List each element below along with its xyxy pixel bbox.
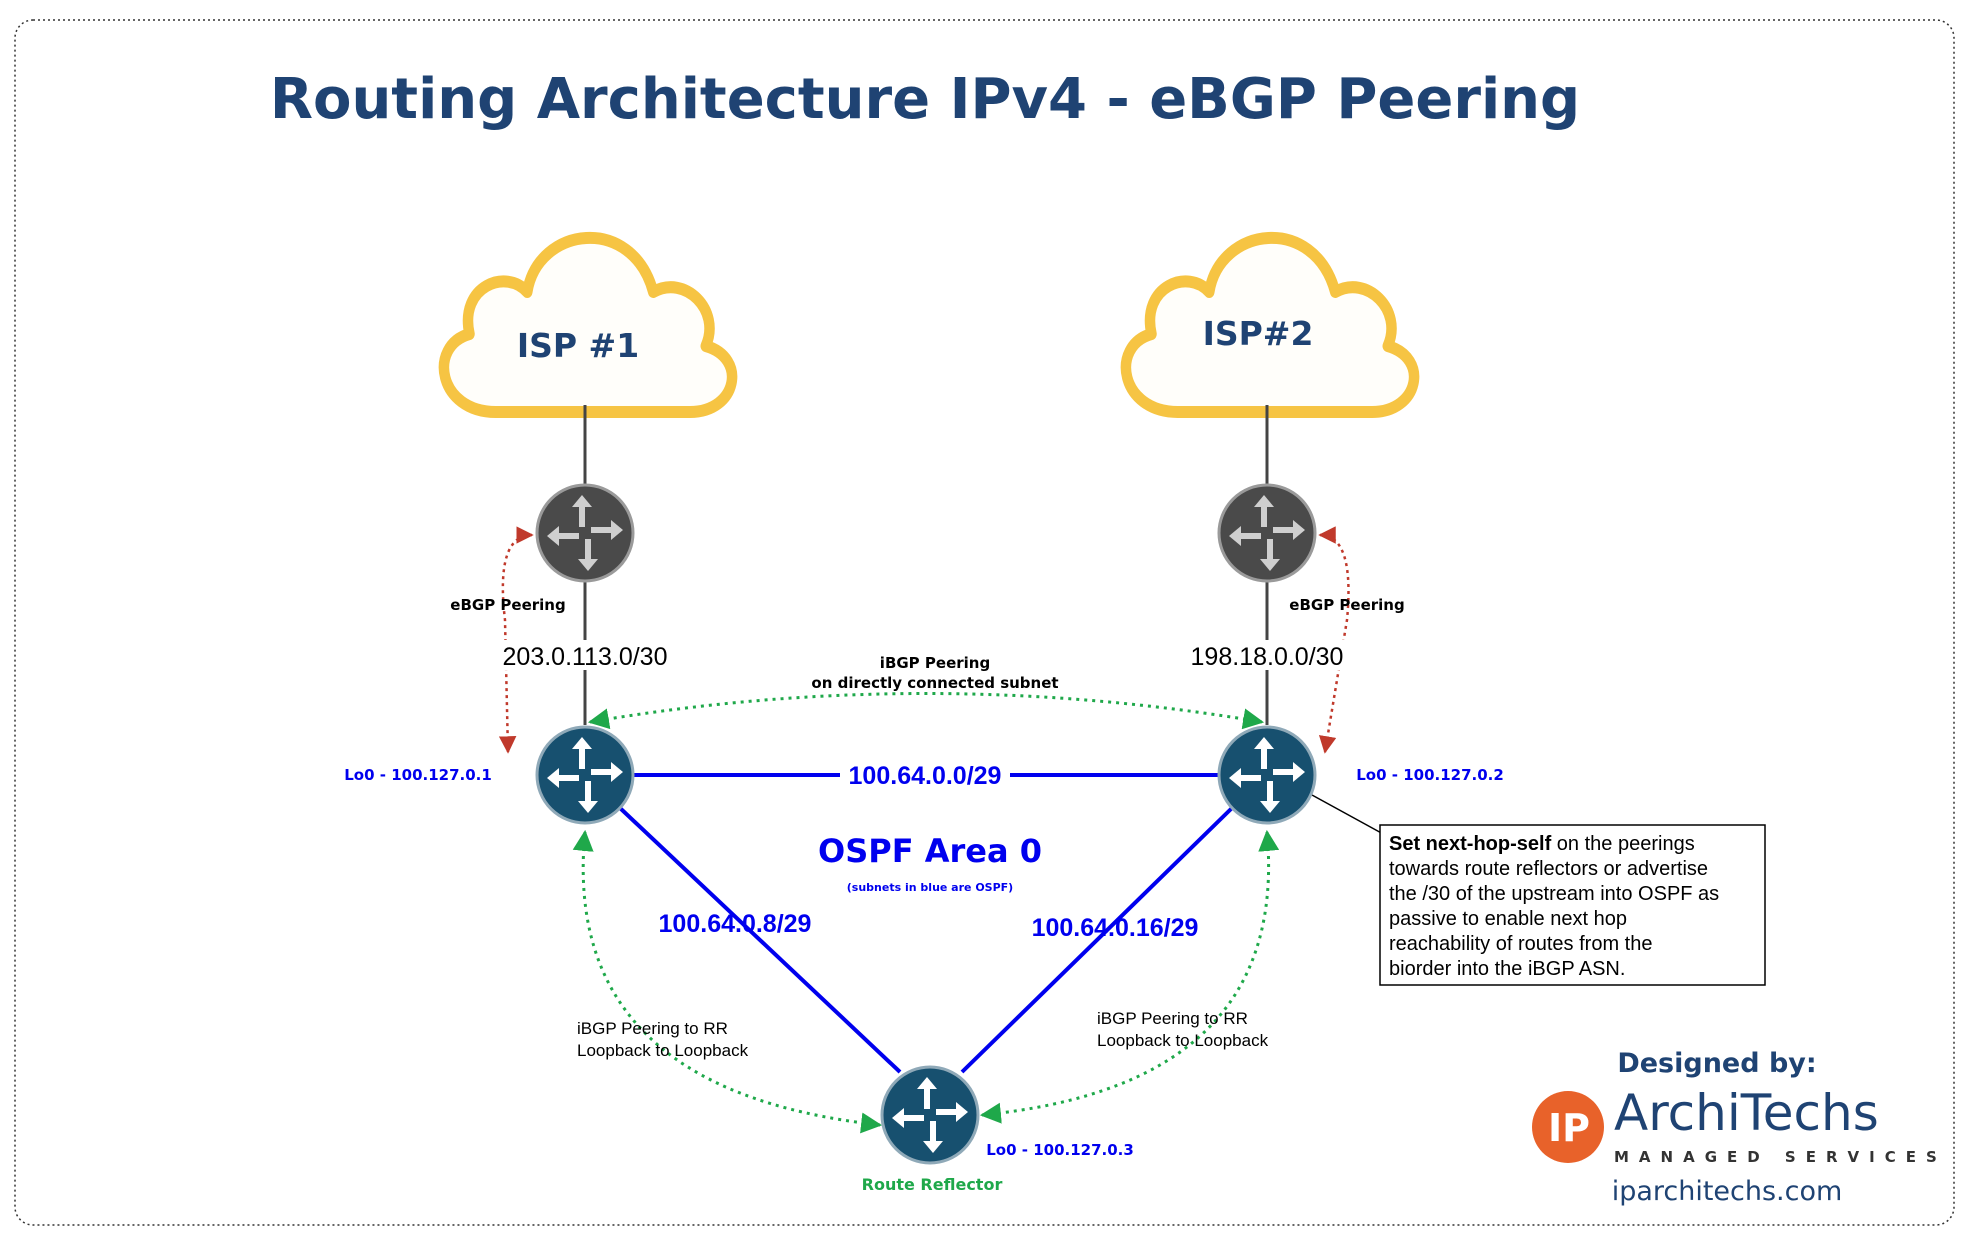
loopback-left: Lo0 - 100.127.0.1	[344, 766, 492, 784]
router-icon	[535, 483, 635, 583]
next-hop-note-box	[1379, 824, 1766, 986]
note-bold: Set next-hop-self	[1389, 833, 1552, 855]
subnet-bg-left	[500, 640, 670, 670]
ebgp-label-right: eBGP Peering	[1289, 596, 1404, 614]
ibgp-peering-top	[587, 692, 1265, 730]
upstream-subnet-isp2: 198.18.0.0/30	[1191, 643, 1344, 671]
ebgp-peering-right	[1318, 526, 1350, 754]
ibgp-rr-left	[572, 829, 883, 1134]
note-line-6: biorder into the iBGP ASN.	[1389, 958, 1625, 980]
brand-url: iparchitechs.com	[1612, 1176, 1843, 1207]
router-icon	[880, 1065, 980, 1165]
note-line-4: passive to enable next hop	[1389, 908, 1627, 930]
page-title: Routing Architecture IPv4 - eBGP Peering	[270, 67, 1580, 132]
router-icon	[1217, 483, 1317, 583]
router-icon	[1217, 725, 1317, 825]
rr-peering-left-line1: iBGP Peering to RR	[577, 1019, 728, 1038]
route-reflector-label: Route Reflector	[862, 1175, 1003, 1194]
ospf-subnet-top: 100.64.0.0/29	[849, 762, 1002, 790]
ospf-subnet-left: 100.64.0.8/29	[659, 910, 812, 938]
ebgp-peering-left	[498, 526, 534, 754]
note-leader	[1311, 794, 1386, 836]
ebgp-label-left: eBGP Peering	[450, 596, 565, 614]
page-frame	[14, 19, 1955, 1226]
rr-peering-right-line1: iBGP Peering to RR	[1097, 1009, 1248, 1028]
subnet-bg-right	[1187, 640, 1347, 670]
designed-by-label: Designed by:	[1617, 1048, 1816, 1079]
ospf-area-label: OSPF Area 0	[818, 832, 1042, 870]
cloud-icon	[444, 238, 732, 412]
isp2-label: ISP#2	[1203, 314, 1314, 353]
rr-peering-left-line2: Loopback to Loopback	[577, 1041, 749, 1060]
note-line1-rest: on the peerings	[1551, 833, 1694, 855]
ip-logo-icon	[1532, 1091, 1604, 1163]
upstream-subnet-isp1: 203.0.113.0/30	[503, 643, 668, 671]
ibgp-rr-right	[979, 829, 1280, 1124]
note-line-3: the /30 of the upstream into OSPF as	[1389, 883, 1719, 905]
router-icon	[535, 725, 635, 825]
ospf-area-sub: (subnets in blue are OSPF)	[847, 881, 1013, 894]
loopback-rr: Lo0 - 100.127.0.3	[986, 1141, 1134, 1159]
loopback-right: Lo0 - 100.127.0.2	[1356, 766, 1504, 784]
isp1-label: ISP #1	[517, 326, 639, 365]
ibgp-top-label-line1: iBGP Peering	[880, 654, 990, 672]
ospf-top-bg	[840, 758, 1010, 790]
ospf-subnet-right: 100.64.0.16/29	[1032, 914, 1199, 942]
note-line-1: Set next-hop-self on the peerings	[1389, 833, 1695, 855]
brand-logo: IP ArchiTechs MANAGED SERVICES	[1532, 1084, 1947, 1166]
brand-name: ArchiTechs	[1614, 1084, 1879, 1142]
ip-logo-text: IP	[1548, 1106, 1590, 1150]
rr-peering-right-line2: Loopback to Loopback	[1097, 1031, 1269, 1050]
note-line-5: reachability of routes from the	[1389, 933, 1652, 955]
brand-sub: MANAGED SERVICES	[1614, 1148, 1947, 1166]
ibgp-top-label-line2: on directly connected subnet	[811, 674, 1058, 692]
note-line-2: towards route reflectors or advertise	[1389, 858, 1708, 880]
